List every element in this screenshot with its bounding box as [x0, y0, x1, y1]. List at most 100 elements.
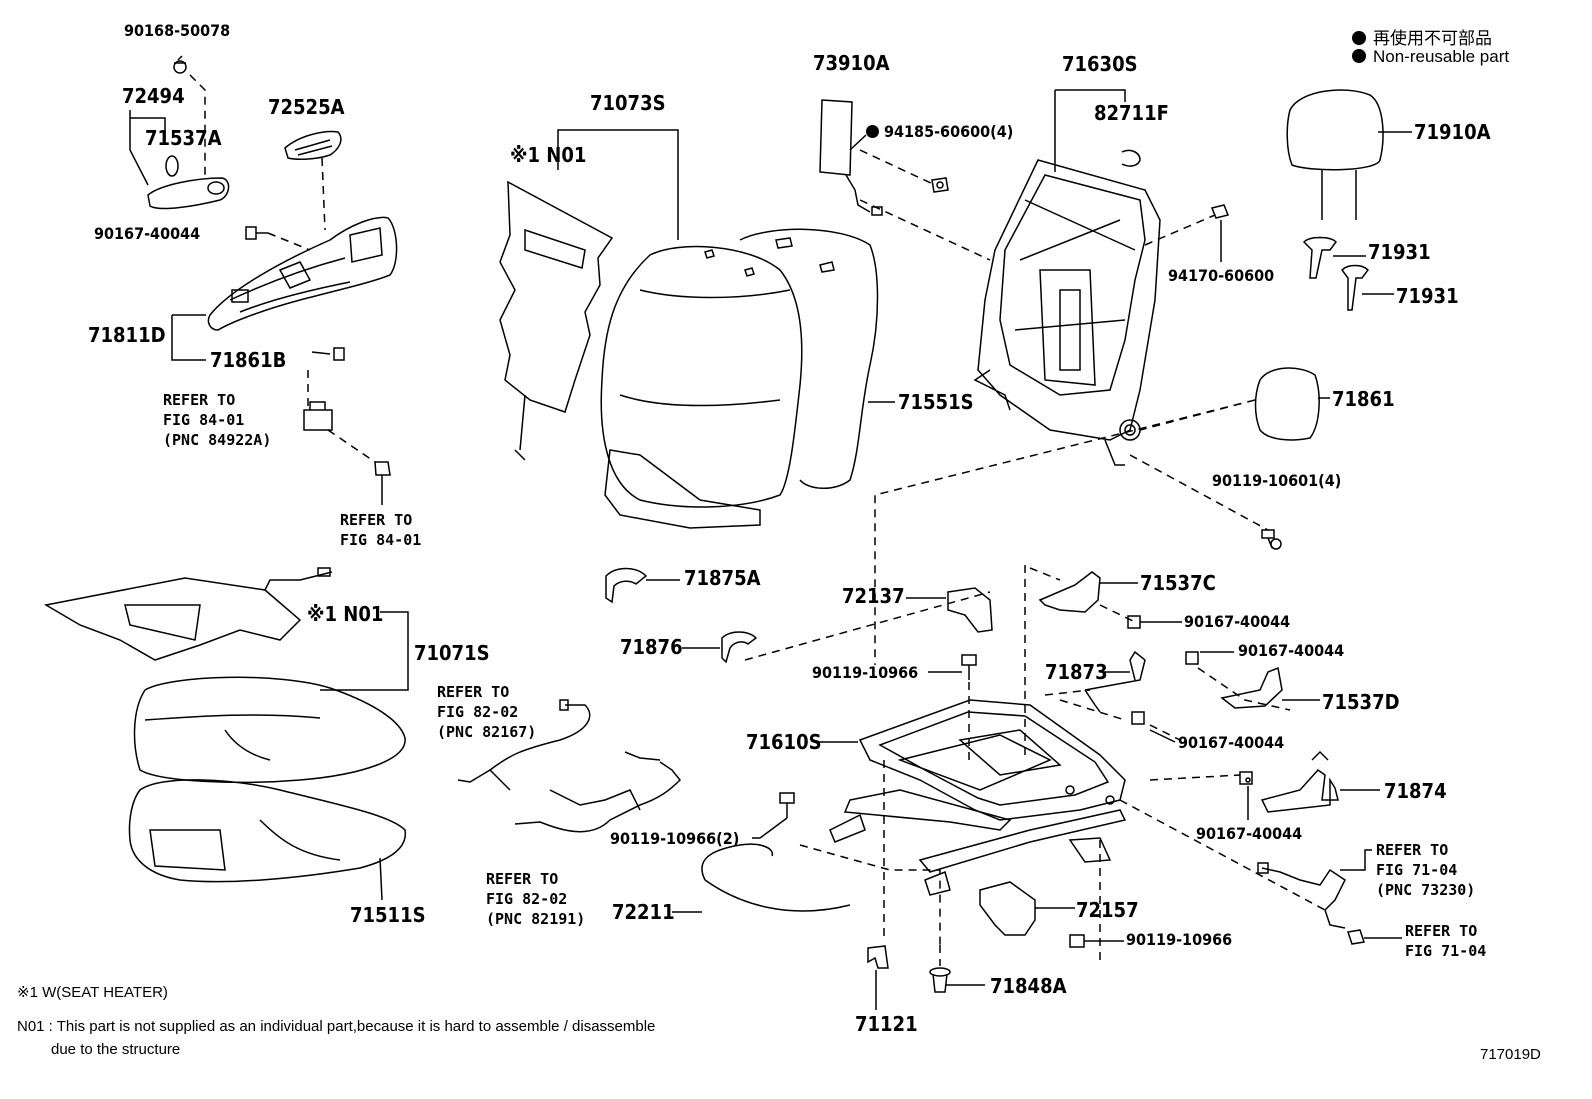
clip-82711F-drawing — [1121, 149, 1141, 167]
ref-fig-84-01[interactable]: REFER TO FIG 84-01 — [340, 511, 422, 549]
connector-drawing — [303, 401, 333, 431]
part-90119-10966-2: 90119-10966(2) — [610, 829, 740, 848]
clip-90168-50078-drawing — [173, 55, 187, 74]
dash-94185 — [859, 149, 991, 261]
bracket-71537D-drawing — [1220, 666, 1283, 709]
part-71551S: 71551S — [898, 390, 974, 414]
part-71511S: 71511S — [350, 903, 426, 927]
part-71861: 71861 — [1332, 387, 1395, 411]
non-reusable-dot-icon — [1352, 31, 1366, 45]
part-90167-40044-b: 90167-40044 — [1184, 612, 1291, 631]
bracket-71874-drawing — [1260, 750, 1339, 813]
dash-71876 — [744, 591, 991, 661]
dash-90167-e — [1119, 774, 1326, 911]
seatback-frame-drawing — [973, 159, 1161, 466]
part-71537C: 71537C — [1140, 571, 1216, 595]
ref-fig-82-02-pnc-82167[interactable]: REFER TO FIG 82-02 (PNC 82167) — [437, 683, 537, 741]
part-71848A: 71848A — [990, 974, 1067, 998]
part-71071S: 71071S — [414, 641, 490, 665]
support-71931-b-drawing — [1341, 264, 1369, 311]
dash-90119-10601 — [1129, 454, 1269, 531]
dash-71861 — [874, 399, 1256, 665]
clip-71121-drawing — [867, 945, 889, 969]
part-90168-50078: 90168-50078 — [124, 21, 231, 40]
leader-71-04-pnc — [1340, 849, 1372, 871]
seat-track-71610S-drawing — [829, 699, 1127, 896]
part-94185-60600: 94185-60600(4) — [866, 124, 1013, 140]
ref-fig-82-02-pnc-82191[interactable]: REFER TO FIG 82-02 (PNC 82191) — [486, 870, 586, 928]
figure-id: 717019D — [1480, 1046, 1541, 1063]
harness-82167-drawing — [457, 699, 591, 791]
trim-71875A-drawing — [605, 567, 648, 604]
part-71873: 71873 — [1045, 660, 1108, 684]
part-94185-text: 94185-60600(4) — [884, 122, 1014, 141]
part-71931-a: 71931 — [1368, 240, 1431, 264]
part-71073S: 71073S — [590, 91, 666, 115]
part-82711F: 82711F — [1094, 101, 1169, 125]
part-90167-40044-e: 90167-40044 — [1196, 824, 1303, 843]
part-71537A: 71537A — [145, 126, 222, 150]
dash-71861B — [307, 370, 376, 463]
part-72157: 72157 — [1076, 898, 1139, 922]
heater-pad-top-drawing — [499, 180, 614, 461]
part-71874: 71874 — [1384, 779, 1447, 803]
ref-fig-84-01-pnc[interactable]: REFER TO FIG 84-01 (PNC 84922A) — [163, 391, 272, 449]
bolt-ref-84-01 — [374, 461, 391, 505]
part-72211: 72211 — [612, 900, 675, 924]
legend-en: Non-reusable part — [1352, 47, 1509, 67]
seatback-cushion-drawing — [600, 228, 879, 529]
ref-fig-71-04[interactable]: REFER TO FIG 71-04 — [1405, 922, 1487, 960]
dash-71537C — [1024, 565, 1136, 760]
nut-94170-drawing — [1210, 204, 1230, 219]
mark-n01-top: ※1 N01 — [510, 143, 587, 167]
legend-en-text: Non-reusable part — [1373, 47, 1510, 66]
non-reusable-dot-icon — [1352, 49, 1366, 63]
airbag-73910A-drawing — [819, 99, 883, 216]
seat-cushion-71511S-drawing — [128, 779, 406, 901]
heater-pad-bottom-drawing — [43, 567, 333, 661]
part-72525A: 72525A — [268, 95, 345, 119]
bracket-71873-drawing — [1084, 650, 1146, 713]
part-71811D: 71811D — [88, 323, 166, 347]
part-90167-40044-c: 90167-40044 — [1238, 641, 1345, 660]
leader-90167-40044-d — [1149, 729, 1176, 743]
legend-jp-text: 再使用不可部品 — [1373, 29, 1492, 48]
part-71910A: 71910A — [1414, 120, 1491, 144]
part-90119-10601: 90119-10601(4) — [1212, 471, 1342, 490]
dash-90119-10966-2 — [799, 844, 941, 945]
headrest-71910A-drawing — [1286, 89, 1384, 220]
dash-94170 — [1144, 214, 1216, 246]
bracket-71073S — [557, 129, 679, 240]
cover-71861-drawing — [1254, 367, 1320, 441]
part-71931-b: 71931 — [1396, 284, 1459, 308]
screw-90167-40044-c-drawing — [1185, 651, 1199, 665]
screw-90167-40044-d-drawing — [1131, 711, 1145, 725]
part-90119-10966-a: 90119-10966 — [812, 663, 919, 682]
harness-82191-drawing — [514, 751, 682, 833]
bolt-90119-10966-2-drawing — [779, 792, 795, 818]
legend-jp: 再使用不可部品 — [1352, 24, 1492, 49]
part-71876: 71876 — [620, 635, 683, 659]
bracket-71537C-drawing — [1038, 571, 1101, 613]
dash-71873 — [1044, 689, 1181, 741]
note-seat-heater: ※1 W(SEAT HEATER) — [17, 984, 168, 1001]
non-reusable-dot-icon — [866, 125, 879, 138]
part-71875A: 71875A — [684, 566, 761, 590]
part-72494: 72494 — [122, 84, 185, 108]
trim-71876-drawing — [721, 631, 758, 664]
buckle-73230-drawing — [1257, 862, 1346, 929]
pin-71848A-drawing — [929, 967, 951, 993]
nut-94185-drawing — [931, 177, 949, 193]
part-90119-10966-b: 90119-10966 — [1126, 930, 1233, 949]
part-90167-40044-a: 90167-40044 — [94, 224, 201, 243]
part-71630S: 71630S — [1062, 52, 1138, 76]
part-90167-40044-d: 90167-40044 — [1178, 733, 1285, 752]
part-71610S: 71610S — [746, 730, 822, 754]
support-71931-a-drawing — [1302, 236, 1337, 279]
bolt-90119-10966-a-drawing — [961, 654, 977, 680]
cover-72157-drawing — [979, 881, 1036, 936]
bolt-90119-10601-drawing — [1261, 529, 1282, 550]
nut-71-04-drawing — [1347, 929, 1365, 945]
ref-fig-71-04-pnc[interactable]: REFER TO FIG 71-04 (PNC 73230) — [1376, 841, 1476, 899]
bracket-71630S — [1054, 89, 1126, 172]
